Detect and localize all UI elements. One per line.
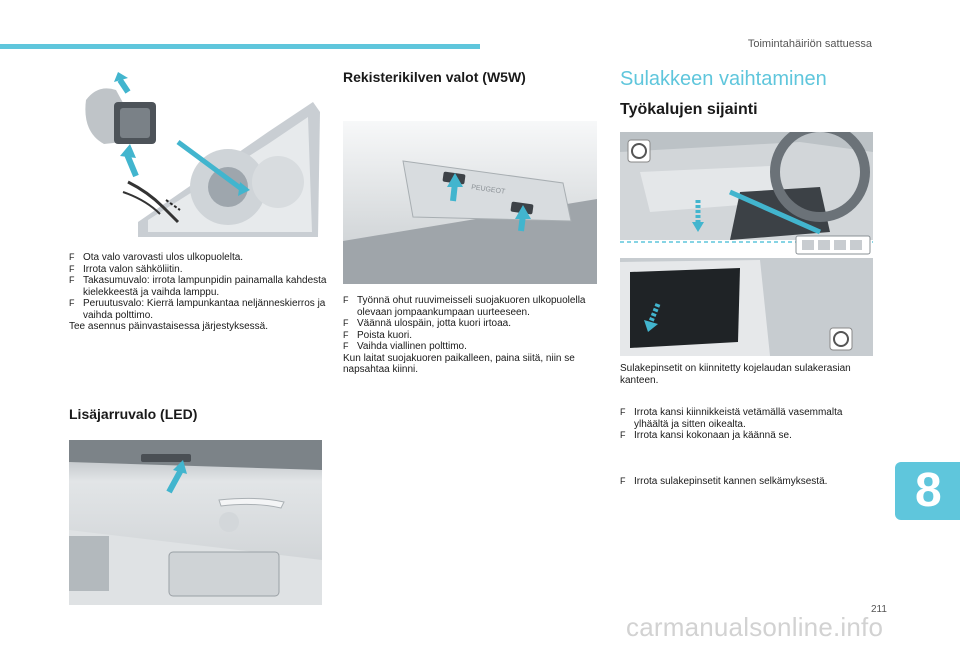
dashboard-figure — [620, 132, 873, 356]
fuse-section-title: Sulakkeen vaihtaminen — [620, 68, 827, 90]
col1-note: Tee asennus päinvastaisessa järjestykses… — [69, 321, 268, 332]
licence-plate-heading: Rekisterikilven valot (W5W) — [343, 69, 526, 85]
fuse-intro: Sulakepinsetit on kiinnitetty kojelaudan… — [620, 363, 851, 386]
tailgate-figure — [69, 440, 322, 605]
rear-lamp-figure — [68, 72, 324, 240]
bullet-mark: F — [620, 430, 626, 440]
chapter-tab: 8 — [895, 462, 960, 520]
bullet-mark: F — [620, 476, 626, 486]
bullet-mark: F — [69, 275, 75, 285]
bullet-mark: F — [69, 298, 75, 308]
bullet-mark: F — [69, 252, 75, 262]
chapter-number: 8 — [915, 464, 942, 517]
badge-text: PEUGEOT — [471, 184, 507, 196]
page-number: 211 — [871, 604, 887, 615]
watermark: carmanualsonline.info — [626, 612, 884, 642]
bullet-mark: F — [620, 407, 626, 417]
header-accent-bar — [0, 44, 480, 49]
section-title: Toimintahäiriön sattuessa — [747, 38, 872, 50]
bullet-mark: F — [343, 318, 349, 328]
bullet-mark: F — [69, 263, 75, 274]
led-heading: Lisäjarruvalo (LED) — [69, 406, 198, 422]
bullet-mark: F — [343, 341, 349, 351]
tools-location-heading: Työkalujen sijainti — [620, 101, 758, 118]
bullet-mark: F — [343, 295, 349, 305]
bullet-mark: F — [343, 329, 349, 340]
col2-note: Kun laitat suojakuoren paikalleen, paina… — [343, 352, 575, 376]
licence-plate-figure: PEUGEOT — [343, 121, 597, 284]
